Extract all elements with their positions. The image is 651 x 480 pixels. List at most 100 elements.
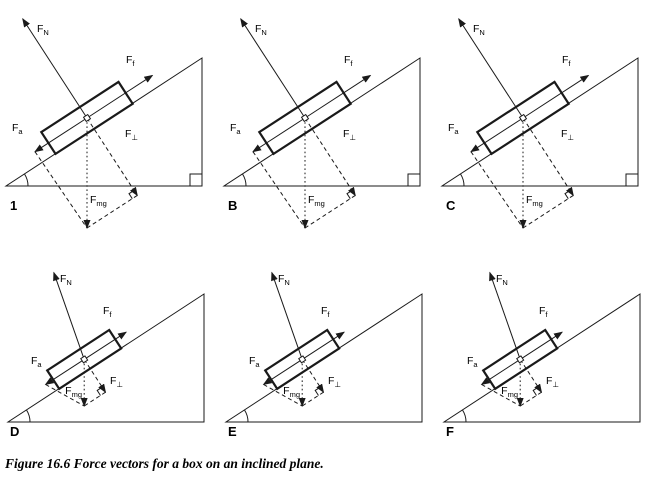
incline-angle-arc (24, 173, 29, 187)
panel-label: E (228, 424, 237, 439)
right-angle-marker (189, 173, 202, 186)
incline-angle-arc (460, 173, 465, 187)
decomposition-dashed-line (252, 151, 306, 229)
decomposition-dashed-line (522, 194, 574, 229)
applied-force-label: Fa (467, 355, 478, 369)
perpendicular-force-label: F⊥ (110, 375, 123, 389)
friction-force-label: Ff (126, 54, 135, 68)
gravity-force-label: Fmg (90, 194, 107, 208)
box (475, 80, 571, 156)
incline-diagram: FN Ff Fa Fmg F⊥ (222, 18, 421, 229)
panel-label: 1 (10, 198, 18, 213)
gravity-force-label: Fmg (65, 385, 82, 399)
friction-force-label: Ff (539, 305, 548, 319)
incline-diagram: FN Ff Fa Fmg F⊥ (4, 18, 203, 229)
normal-force-label: FN (255, 23, 267, 37)
box (481, 328, 559, 391)
perpendicular-right-angle-marker (346, 189, 353, 199)
decomposition-dashed-line (45, 384, 85, 407)
normal-force-arrow (458, 18, 524, 119)
box (263, 328, 341, 391)
applied-force-label: Fa (12, 122, 23, 136)
panel-c: FN Ff Fa Fmg F⊥ C (438, 2, 650, 247)
applied-force-arrow (44, 358, 85, 386)
normal-force-label: FN (496, 273, 508, 287)
perpendicular-force-label: F⊥ (328, 375, 341, 389)
perpendicular-right-angle-marker (564, 189, 571, 199)
panel-label: C (446, 198, 456, 213)
panel-label: B (228, 198, 238, 213)
applied-force-arrow (262, 358, 303, 386)
applied-force-label: Fa (31, 355, 42, 369)
friction-force-arrow (522, 74, 590, 119)
incline-angle-arc (462, 409, 467, 423)
box (39, 80, 135, 156)
perpendicular-component-arrow (86, 117, 138, 197)
normal-force-arrow (271, 271, 303, 360)
perpendicular-right-angle-marker (96, 386, 103, 396)
incline-angle-arc (244, 409, 249, 423)
incline-diagram: FN Ff Fa Fmg F⊥ (440, 18, 639, 229)
gravity-force-label: Fmg (283, 385, 300, 399)
friction-force-arrow (519, 331, 563, 360)
decomposition-dashed-line (481, 384, 521, 407)
perpendicular-right-angle-marker (128, 189, 135, 199)
perpendicular-right-angle-marker (532, 386, 539, 396)
figure-caption: Figure 16.6 Force vectors for a box on a… (5, 456, 324, 471)
box-center-marker (300, 113, 310, 123)
gravity-force-label: Fmg (308, 194, 325, 208)
normal-force-label: FN (60, 273, 72, 287)
right-angle-marker (407, 173, 420, 186)
applied-force-arrow (252, 117, 306, 153)
normal-force-arrow (240, 18, 306, 119)
box-center-marker (518, 113, 528, 123)
normal-force-arrow (22, 18, 88, 119)
incline-diagram: FN Ff Fa Fmg F⊥ (224, 271, 423, 423)
normal-force-label: FN (37, 23, 49, 37)
panel-e: FN Ff Fa Fmg F⊥ E (220, 254, 432, 449)
perpendicular-force-label: F⊥ (561, 128, 574, 142)
decomposition-dashed-line (34, 151, 88, 229)
decomposition-dashed-line (519, 391, 542, 407)
normal-force-label: FN (473, 23, 485, 37)
friction-force-label: Ff (562, 54, 571, 68)
applied-force-arrow (480, 358, 521, 386)
applied-force-arrow (34, 117, 88, 153)
applied-force-label: Fa (249, 355, 260, 369)
panel-label: F (446, 424, 454, 439)
friction-force-label: Ff (344, 54, 353, 68)
normal-force-arrow (489, 271, 521, 360)
panel-b: FN Ff Fa Fmg F⊥ B (220, 2, 432, 247)
panel-1: FN Ff Fa Fmg F⊥ 1 (2, 2, 214, 247)
friction-force-label: Ff (103, 305, 112, 319)
panel-d: FN Ff Fa Fmg F⊥ D (2, 254, 214, 449)
normal-force-label: FN (278, 273, 290, 287)
decomposition-dashed-line (470, 151, 524, 229)
box-center-marker (80, 355, 89, 364)
incline-angle-arc (26, 409, 31, 423)
perpendicular-component-arrow (522, 117, 574, 197)
friction-force-arrow (304, 74, 372, 119)
friction-force-label: Ff (321, 305, 330, 319)
box (45, 328, 123, 391)
decomposition-dashed-line (86, 194, 138, 229)
incline-diagram: FN Ff Fa Fmg F⊥ (442, 271, 641, 423)
decomposition-dashed-line (263, 384, 303, 407)
incline-diagram: FN Ff Fa Fmg F⊥ (6, 271, 205, 423)
applied-force-label: Fa (448, 122, 459, 136)
perpendicular-right-angle-marker (314, 386, 321, 396)
perpendicular-component-arrow (304, 117, 356, 197)
applied-force-label: Fa (230, 122, 241, 136)
incline-angle-arc (242, 173, 247, 187)
friction-force-arrow (86, 74, 154, 119)
right-angle-marker (625, 173, 638, 186)
box-center-marker (298, 355, 307, 364)
panel-f: FN Ff Fa Fmg F⊥ F (438, 254, 650, 449)
decomposition-dashed-line (301, 391, 324, 407)
decomposition-dashed-line (304, 194, 356, 229)
perpendicular-force-label: F⊥ (125, 128, 138, 142)
normal-force-arrow (53, 271, 85, 360)
box (257, 80, 353, 156)
friction-force-arrow (301, 331, 345, 360)
